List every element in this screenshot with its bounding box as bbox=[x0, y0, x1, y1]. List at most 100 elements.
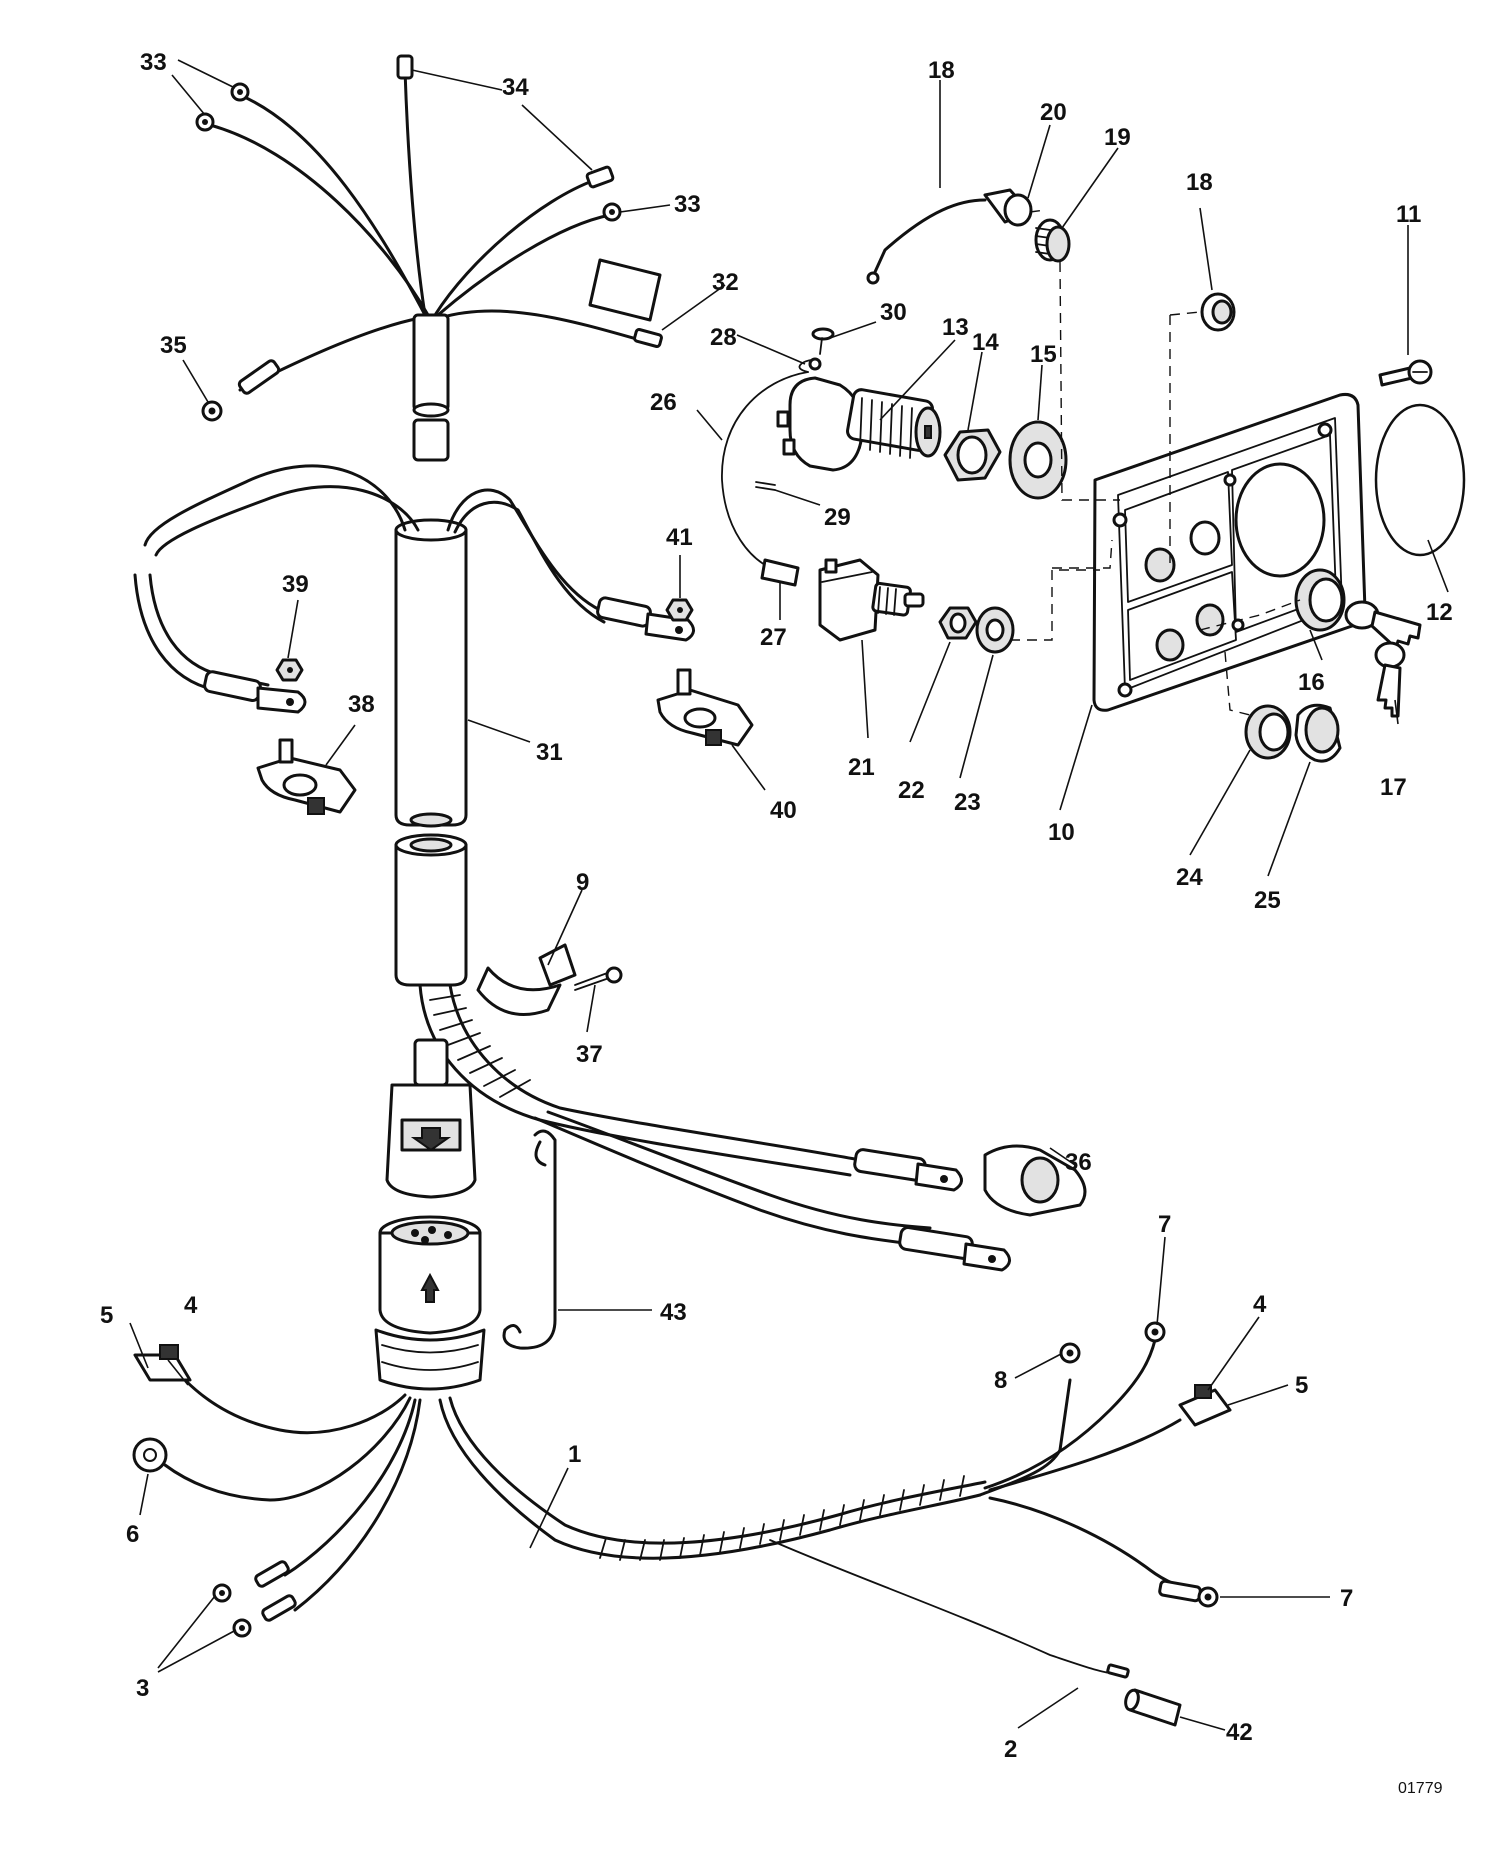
callout-30: 30 bbox=[880, 299, 907, 326]
lead-26-with-terminals-27-28 bbox=[721, 357, 822, 587]
callout-26: 26 bbox=[650, 389, 677, 416]
upper-harness-fan bbox=[208, 68, 642, 418]
callout-3: 3 bbox=[136, 1675, 149, 1702]
nut-41 bbox=[665, 598, 694, 622]
ring-terminal-35 bbox=[201, 359, 281, 422]
battery-cable-left bbox=[133, 464, 420, 714]
callout-15: 15 bbox=[1030, 341, 1057, 368]
nut-22 bbox=[938, 606, 978, 640]
screw-30 bbox=[811, 327, 835, 355]
connector-housing-4-5-left bbox=[133, 1344, 192, 1382]
callout-4-a: 4 bbox=[184, 1292, 198, 1319]
battery-clamp-40 bbox=[656, 668, 754, 747]
callout-32: 32 bbox=[712, 269, 739, 296]
callout-31: 31 bbox=[536, 739, 563, 766]
callout-7-b: 7 bbox=[1340, 1585, 1353, 1612]
callout-10: 10 bbox=[1048, 819, 1075, 846]
callout-2: 2 bbox=[1004, 1736, 1017, 1763]
screw-11 bbox=[1378, 359, 1433, 387]
lead-2-and-sleeve-42 bbox=[1106, 1663, 1182, 1727]
callout-11: 11 bbox=[1396, 201, 1421, 228]
callout-36: 36 bbox=[1065, 1149, 1092, 1176]
callout-33-a: 33 bbox=[140, 49, 167, 76]
keys-17 bbox=[1344, 600, 1422, 718]
callout-41: 41 bbox=[666, 524, 693, 551]
callout-13: 13 bbox=[942, 314, 969, 341]
harness-plug-connector bbox=[385, 1038, 477, 1199]
callout-7-a: 7 bbox=[1158, 1211, 1171, 1238]
choke-switch-21 bbox=[818, 558, 925, 642]
wrapped-branch-cable bbox=[418, 983, 1011, 1272]
lower-sleeve bbox=[394, 833, 468, 987]
callout-9: 9 bbox=[576, 869, 589, 896]
bezel-24 bbox=[1244, 704, 1292, 760]
callout-14: 14 bbox=[972, 329, 999, 356]
callout-22: 22 bbox=[898, 777, 925, 804]
harness-sleeve-31 bbox=[394, 418, 468, 828]
screw-37 bbox=[574, 966, 623, 991]
callout-5-a: 5 bbox=[100, 1302, 113, 1329]
callout-27: 27 bbox=[760, 624, 787, 651]
lower-harness bbox=[163, 1338, 1202, 1674]
callout-20: 20 bbox=[1040, 99, 1067, 126]
ring-terminal-33-upper-left bbox=[195, 82, 250, 132]
callout-4-b: 4 bbox=[1253, 1291, 1267, 1318]
battery-clamp-38 bbox=[256, 738, 357, 815]
ring-terminal-6 bbox=[132, 1437, 168, 1473]
callout-labels: 33 34 33 32 35 18 20 19 18 11 12 13 14 1… bbox=[100, 49, 1453, 1797]
callout-38: 38 bbox=[348, 691, 375, 718]
panel-plate-10 bbox=[1092, 393, 1367, 712]
callout-12: 12 bbox=[1426, 599, 1453, 626]
washer-15 bbox=[1008, 420, 1068, 500]
nut-39 bbox=[275, 658, 304, 682]
hex-nut-14 bbox=[943, 428, 1002, 482]
knurled-bezel-16 bbox=[1294, 568, 1346, 632]
callout-39: 39 bbox=[282, 571, 309, 598]
callout-24: 24 bbox=[1176, 864, 1203, 891]
callout-19: 19 bbox=[1104, 124, 1131, 151]
callout-33-b: 33 bbox=[674, 191, 701, 218]
ring-terminal-33-right bbox=[602, 202, 622, 222]
figure-id: 01779 bbox=[1398, 1780, 1443, 1797]
callout-28: 28 bbox=[710, 324, 737, 351]
callout-1: 1 bbox=[568, 1441, 581, 1468]
screw-29 bbox=[755, 481, 776, 491]
terminal-boot-36 bbox=[983, 1144, 1087, 1217]
washer-23 bbox=[975, 606, 1015, 654]
cable-clip-9 bbox=[476, 943, 577, 1016]
callout-43: 43 bbox=[660, 1299, 687, 1326]
callout-8: 8 bbox=[994, 1367, 1007, 1394]
label-tag-and-lead-32 bbox=[588, 258, 663, 348]
ring-terminal-7-upper bbox=[1144, 1321, 1166, 1343]
alignment-dashed-lines bbox=[1010, 209, 1301, 716]
callout-29: 29 bbox=[824, 504, 851, 531]
callout-42: 42 bbox=[1226, 1719, 1253, 1746]
callout-35: 35 bbox=[160, 332, 187, 359]
lens-12 bbox=[1374, 403, 1466, 557]
callout-34: 34 bbox=[502, 74, 529, 101]
callout-25: 25 bbox=[1254, 887, 1281, 914]
callout-21: 21 bbox=[848, 754, 875, 781]
retainer-clip-43 bbox=[502, 1129, 557, 1350]
callout-37: 37 bbox=[576, 1041, 603, 1068]
pin-terminal-34 bbox=[396, 54, 615, 189]
battery-cable-right bbox=[446, 488, 695, 642]
callout-18-b: 18 bbox=[1186, 169, 1213, 196]
connector-housing-4-5-right bbox=[1178, 1384, 1232, 1427]
indicator-socket-18-right bbox=[1200, 292, 1236, 332]
callout-16: 16 bbox=[1298, 669, 1325, 696]
ignition-switch-13 bbox=[776, 376, 942, 472]
callout-5-b: 5 bbox=[1295, 1372, 1308, 1399]
ring-terminal-7-lower bbox=[1158, 1579, 1219, 1608]
spring-19 bbox=[1034, 218, 1071, 263]
callout-6: 6 bbox=[126, 1521, 139, 1548]
ring-terminal-8 bbox=[1059, 1342, 1081, 1364]
knob-25 bbox=[1294, 703, 1342, 763]
callout-18-a: 18 bbox=[928, 57, 955, 84]
callout-40: 40 bbox=[770, 797, 797, 824]
ring-terminals-3 bbox=[212, 1560, 297, 1638]
harness-socket-connector bbox=[374, 1215, 486, 1391]
callout-23: 23 bbox=[954, 789, 981, 816]
callout-17: 17 bbox=[1380, 774, 1407, 801]
